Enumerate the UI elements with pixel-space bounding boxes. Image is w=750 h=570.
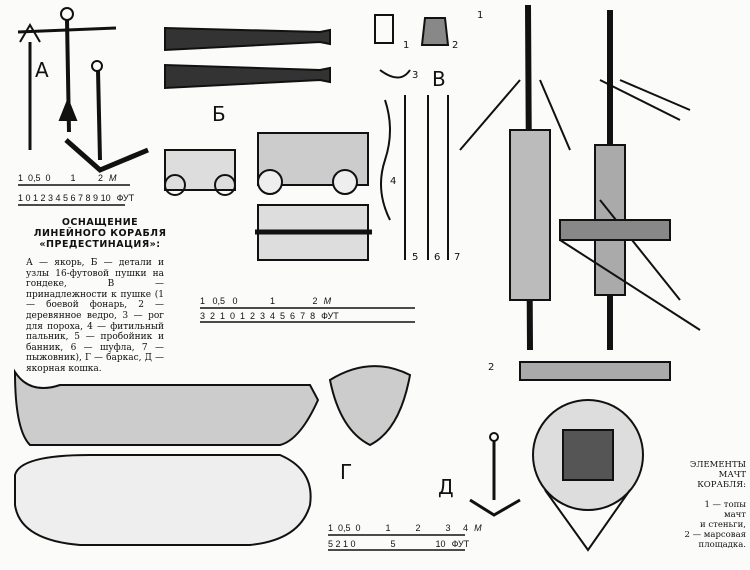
title-line: ОСНАЩЕНИЕ (61, 217, 139, 228)
right-caption-item: 2 — марсовая (684, 530, 746, 540)
plate-title: ОСНАЩЕНИЕ ЛИНЕЙНОГО КОРАБЛЯ «ПРЕДЕСТИНАЦ… (20, 217, 180, 250)
right-caption: ЭЛЕМЕНТЫ МАЧТ КОРАБЛЯ: 1 — топы мачт и с… (678, 460, 746, 550)
longboat-drawing (13, 365, 412, 546)
item-label-3: 3 (412, 70, 419, 81)
scale-top-f-unit: ФУТ (116, 193, 135, 203)
label-v: В (432, 67, 446, 91)
right-caption-item: мачт (723, 510, 746, 520)
scale-bot-feet: 5 2 1 0 5 10 (328, 539, 446, 549)
scale-mid-feet-row: 3 2 1 0 1 2 3 4 5 6 7 8 ФУТ (200, 311, 339, 322)
right-caption-item: площадка. (698, 540, 746, 550)
label-a: А (35, 58, 49, 82)
scale-top-feet-row: 1 0 1 2 3 4 5 6 7 8 9 10 ФУТ (18, 193, 134, 204)
right-caption-title: КОРАБЛЯ: (697, 480, 746, 490)
scale-bot-meter-row: 1 0,5 0 1 2 3 4 М (328, 523, 482, 534)
anchor-drawing (17, 7, 149, 173)
item-label-2: 2 (452, 40, 459, 51)
item-label-1: 1 (403, 40, 410, 51)
scale-top-meter-row: 1 0,5 0 1 2 М (18, 173, 117, 184)
grapnel-drawing (469, 432, 521, 517)
circle-label-1: 1 (477, 10, 484, 21)
title-line: «ПРЕДЕСТИНАЦИЯ»: (39, 239, 161, 250)
right-caption-item: 1 — топы (704, 500, 746, 510)
title-line: ЛИНЕЙНОГО КОРАБЛЯ (33, 228, 167, 239)
scale-bot-feet-row: 5 2 1 0 5 10 ФУТ (328, 539, 469, 550)
item-label-5: 5 (412, 252, 419, 263)
scale-mid-meter-row: 1 0,5 0 1 2 М (200, 296, 331, 307)
circle-label-2: 2 (488, 362, 495, 373)
scale-top-m-unit: М (109, 173, 117, 183)
scale-mid-m-unit: М (323, 296, 332, 306)
scale-mid-f-unit: ФУТ (321, 311, 339, 321)
label-b: Б (212, 102, 226, 126)
label-d: Д (438, 475, 454, 499)
masts-drawing (459, 4, 701, 351)
scale-top-meters: 1 0,5 0 1 2 (18, 173, 104, 183)
gun-accessories (374, 14, 450, 260)
scale-top-feet: 1 0 1 2 3 4 5 6 7 8 9 10 (18, 193, 111, 203)
item-label-6: 6 (434, 252, 441, 263)
scale-bars (18, 184, 465, 551)
right-caption-title: ЭЛЕМЕНТЫ (689, 460, 746, 470)
label-g: Г (340, 460, 353, 484)
scale-mid-meters: 1 0,5 0 1 2 (200, 296, 318, 306)
scale-bot-m-unit: М (474, 523, 482, 533)
item-label-7: 7 (454, 252, 461, 263)
caption: А — якорь, Б — детали и узлы 16-футовой … (26, 258, 164, 374)
top-platform-drawing (519, 361, 671, 552)
gun-carriage (164, 132, 372, 261)
cannon-barrels (164, 26, 331, 90)
scale-bot-meters: 1 0,5 0 1 2 3 4 (328, 523, 469, 533)
right-caption-item: и стеньги, (700, 520, 746, 530)
scale-bot-f-unit: ФУТ (451, 539, 470, 549)
right-caption-title: МАЧТ (718, 470, 746, 480)
item-label-4: 4 (390, 176, 397, 187)
scale-mid-feet: 3 2 1 0 1 2 3 4 5 6 7 8 (200, 311, 316, 321)
